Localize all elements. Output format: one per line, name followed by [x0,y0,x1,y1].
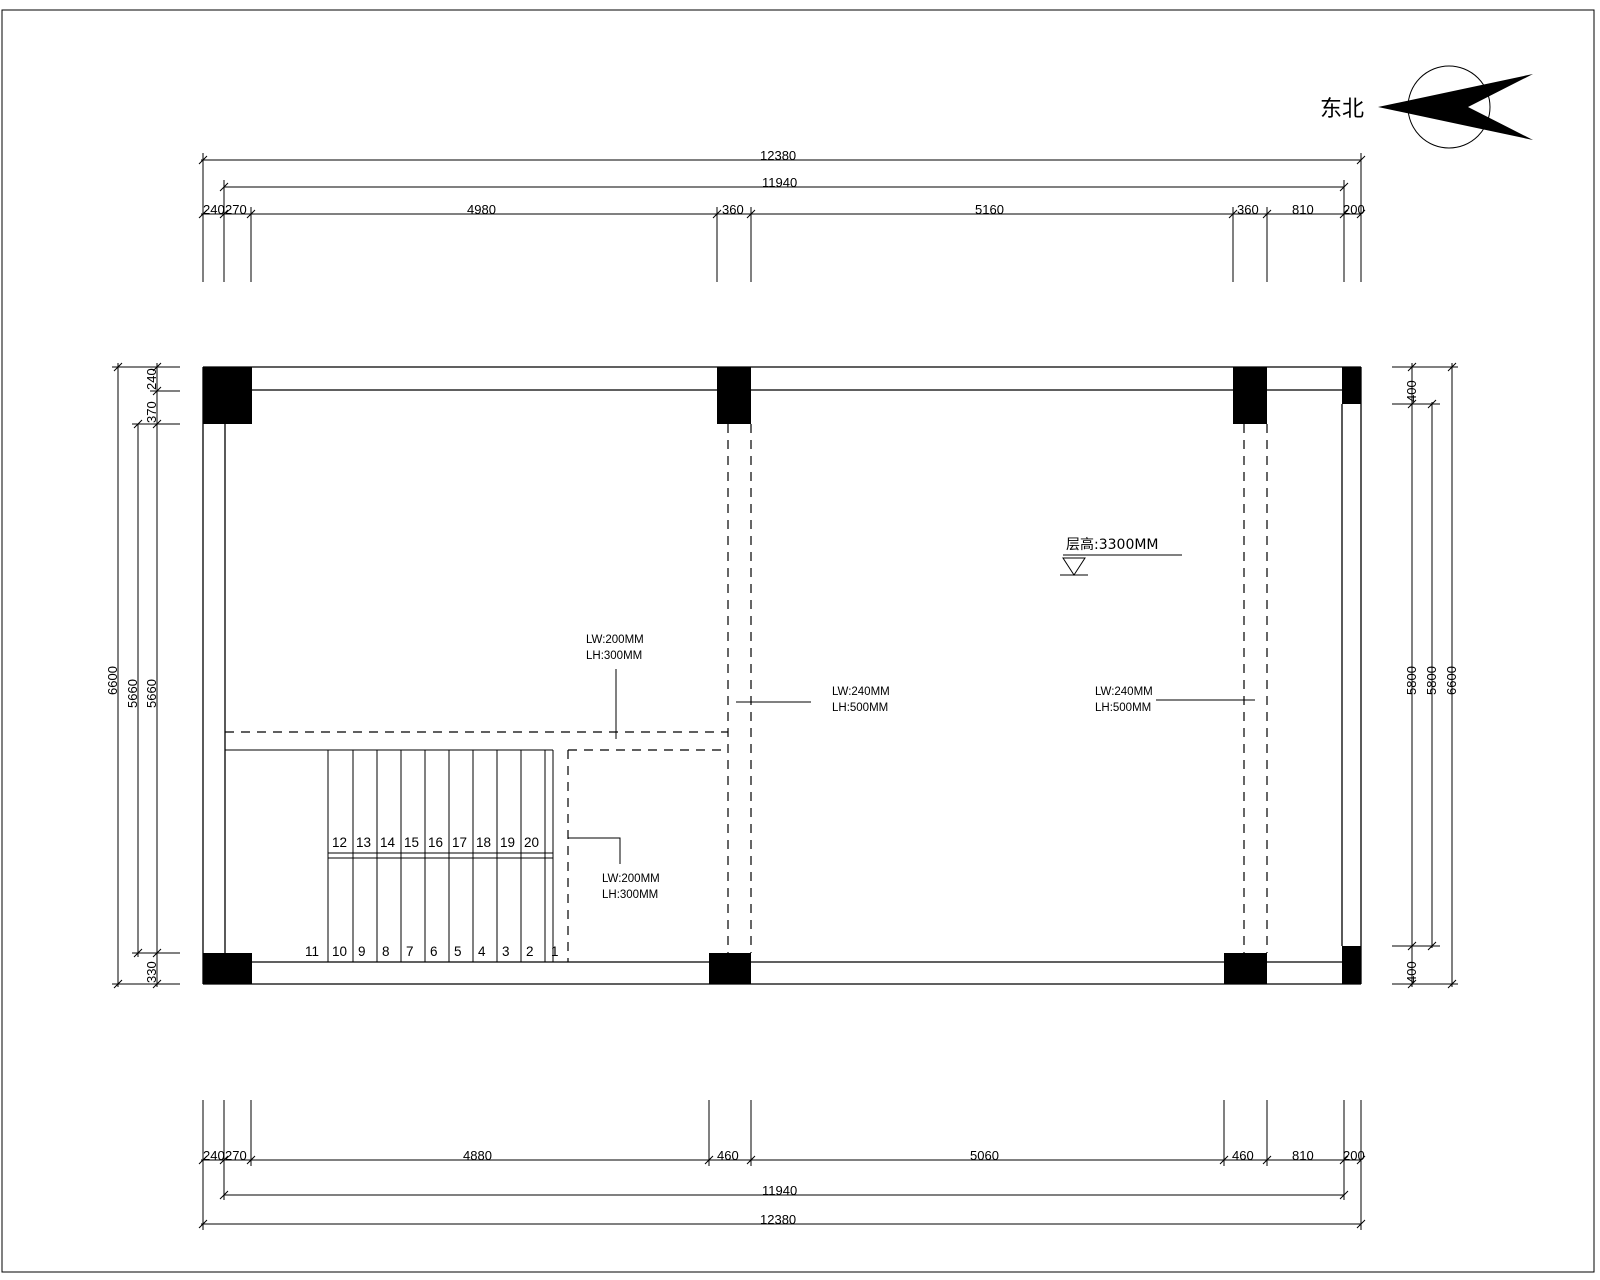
left-inner-dim: 5660 [144,679,159,708]
top-dim-4980: 4980 [467,202,496,217]
stair-step-number: 12 [332,835,347,850]
stair-step-numbers: 12 13 14 15 16 17 18 19 20 11 10 9 8 7 6… [305,835,559,959]
right-dimension-labels: 400 5800 5800 6600 400 [1404,380,1459,983]
floor-height-marker: 层高:3300MM [1060,536,1182,576]
building-outline [202,366,1362,985]
beam-note-lw: LW:200MM [602,873,660,885]
bottom-overall-dim: 12380 [760,1212,796,1227]
right-inner-dim: 5800 [1424,666,1439,695]
bottom-dim-240: 240 [203,1148,225,1163]
beam-notes: LW:200MM LH:300MM LW:240MM LH:500MM LW:2… [586,634,1153,901]
stair-step-number: 3 [502,944,510,959]
stair-step-number: 6 [430,944,438,959]
bottom-dim-460-b: 460 [1232,1148,1254,1163]
stair-step-number: 11 [305,944,319,959]
top-dim-810: 810 [1292,202,1314,217]
stair-step-number: 9 [358,944,366,959]
floor-height-label: 层高:3300MM [1066,536,1159,553]
stair-step-number: 2 [526,944,534,959]
column-bottom-right [1224,953,1267,984]
stair-step-number: 1 [551,944,559,959]
column-top-edge [1342,367,1361,404]
top-dimension-labels: 12380 11940 240 270 4980 360 5160 360 81… [203,148,1365,217]
top-dim-5160: 5160 [975,202,1004,217]
stair-step-number: 8 [382,944,390,959]
beam-note-lh: LH:500MM [1095,702,1151,714]
stair-step-number: 20 [524,835,539,850]
bottom-dim-810: 810 [1292,1148,1314,1163]
stair-step-number: 16 [428,835,443,850]
column-top-middle [717,367,751,424]
top-dim-360-a: 360 [722,202,744,217]
beam-note-lw: LW:200MM [586,634,644,646]
stair-step-number: 17 [452,835,467,850]
north-arrow: 东北 [1320,65,1533,149]
column-top-right [1233,367,1267,424]
beam-note-lh: LH:500MM [832,702,888,714]
top-overall-dim: 12380 [760,148,796,163]
stair-step-number: 4 [478,944,486,959]
stair-step-number: 5 [454,944,462,959]
sheet-border [1,9,1595,1273]
compass-label: 东北 [1320,97,1364,122]
top-dim-360-b: 360 [1237,202,1259,217]
left-overall-dim: 6600 [105,666,120,695]
left-middle-dim: 5660 [125,679,140,708]
top-dim-200: 200 [1343,202,1365,217]
beam-note-lw: LW:240MM [1095,686,1153,698]
right-dimensions [1392,362,1458,989]
top-dim-270: 270 [225,202,247,217]
left-top-dim-370: 370 [144,401,159,423]
beam-note-lh: LH:300MM [586,650,642,662]
stair-step-number: 7 [406,944,414,959]
bottom-dim-460-a: 460 [717,1148,739,1163]
level-triangle-icon [1062,557,1086,576]
column-top-left [203,367,252,424]
hidden-beams [225,424,1268,962]
bottom-dim-4880: 4880 [463,1148,492,1163]
left-top-dim-240: 240 [144,368,159,390]
stair-step-number: 10 [332,944,347,959]
bottom-inner-dim: 11940 [762,1183,797,1198]
staircase [225,749,554,962]
top-inner-dim: 11940 [762,175,797,190]
stair-step-number: 13 [356,835,371,850]
left-bottom-dim-330: 330 [144,961,159,983]
beam-note-lh: LH:300MM [602,889,658,901]
bottom-dim-200: 200 [1343,1148,1365,1163]
right-middle-dim: 5800 [1404,666,1419,695]
compass-arrow-icon [1378,74,1533,140]
column-bottom-left [203,953,252,984]
left-dimensions [112,362,180,989]
top-dimensions [198,153,1366,282]
stair-step-number: 15 [404,835,419,850]
stair-step-number: 14 [380,835,396,850]
stair-step-number: 19 [500,835,515,850]
beam-note-lw: LW:240MM [832,686,890,698]
right-bottom-dim-400: 400 [1404,961,1419,983]
column-bottom-edge [1342,946,1361,984]
top-dim-240: 240 [203,202,225,217]
bottom-dim-5060: 5060 [970,1148,999,1163]
bottom-dimension-labels: 240 270 4880 460 5060 460 810 200 11940 … [203,1148,1365,1227]
bottom-dim-270: 270 [225,1148,247,1163]
right-overall-dim: 6600 [1444,666,1459,695]
stair-step-number: 18 [476,835,491,850]
bottom-dimensions [198,1100,1366,1230]
left-dimension-labels: 6600 5660 5660 240 370 330 [105,368,159,983]
columns [203,367,1361,984]
right-top-dim-400: 400 [1404,380,1419,402]
column-bottom-middle [709,953,751,984]
beam-note-leaders [568,669,1255,864]
